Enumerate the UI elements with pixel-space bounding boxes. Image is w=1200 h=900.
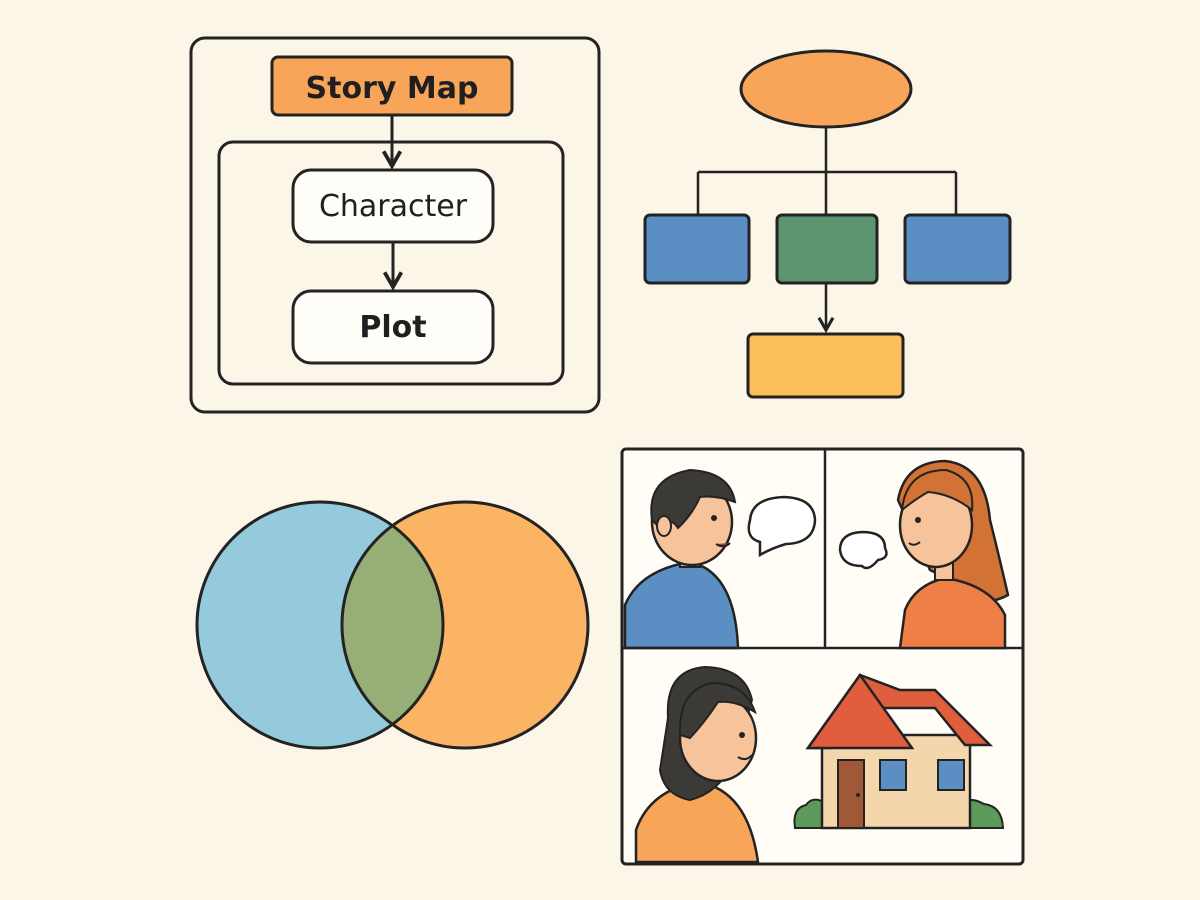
venn-outline-right [340, 500, 590, 750]
root-node [739, 49, 913, 129]
story-map-title-box [270, 55, 514, 117]
boy-mouth [715, 542, 731, 548]
leaf-node [746, 332, 905, 399]
plot-label: Plot [359, 310, 426, 345]
person-smile [737, 754, 753, 761]
boy-ear [656, 515, 672, 537]
character-node [291, 168, 495, 244]
venn-overlap [342, 502, 443, 748]
person-hair-front [678, 681, 757, 740]
speech-bubble-boy [747, 495, 817, 558]
house-window-left [879, 759, 907, 791]
story-map-diagram: Story Map Character Plot [189, 36, 601, 414]
venn-outline-left [195, 500, 445, 750]
hierarchy-diagram [643, 49, 1012, 399]
comic-strip [620, 447, 1025, 866]
child-node-blue-left [643, 213, 751, 285]
comic-panel-girl [838, 459, 1010, 650]
house-roof-gable [805, 672, 915, 750]
child-node-green [775, 213, 879, 285]
house-door [837, 759, 865, 829]
venn-diagram [195, 500, 590, 750]
house-illustration [793, 672, 1005, 830]
boy-hair [650, 468, 737, 532]
girl-mouth [908, 541, 921, 546]
child-node-blue-right [903, 213, 1012, 285]
speech-bubble-girl [838, 530, 888, 570]
house-window-right [937, 759, 965, 791]
comic-panel-boy [623, 468, 817, 650]
girl-bangs [900, 468, 974, 513]
character-label: Character [319, 189, 468, 224]
comic-panel-house [634, 665, 1005, 864]
story-map-frame [189, 36, 601, 414]
inner-container [217, 140, 565, 386]
girl-eye [915, 517, 921, 523]
person-eye [739, 732, 745, 738]
plot-node [291, 289, 495, 365]
story-map-title: Story Map [306, 71, 479, 106]
house-door-knob [856, 793, 860, 797]
boy-eye [711, 515, 717, 521]
